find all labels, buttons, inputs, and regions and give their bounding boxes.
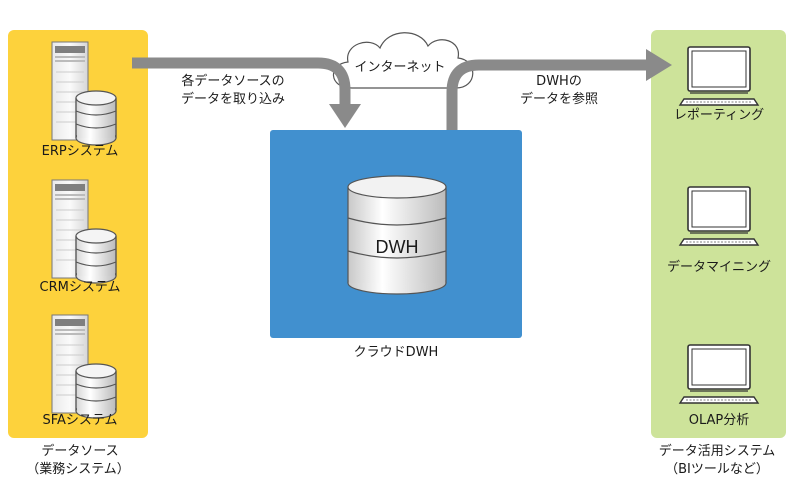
datamining-monitor-icon — [679, 186, 759, 246]
olap-monitor-icon — [679, 344, 759, 404]
ingest-arrow — [132, 57, 361, 128]
ingest-label-line2: データを取り込み — [180, 92, 286, 107]
bi-caption: データ活用システム — [658, 444, 776, 459]
erp-system-label: ERPシステム — [41, 144, 119, 159]
reference-label-line2: データを参照 — [519, 92, 599, 107]
data-source-subcaption: （業務システム） — [26, 462, 130, 477]
reference-arrow — [446, 49, 672, 130]
reporting-monitor-icon — [679, 46, 759, 106]
reporting-label: レポーティング — [673, 108, 765, 123]
dwh-database-icon — [347, 175, 447, 295]
internet-label: インターネット — [354, 60, 446, 75]
sfa-system-label: SFAシステム — [42, 413, 118, 428]
erp-server-icon — [51, 41, 117, 146]
reference-label-line1: DWHの — [536, 74, 582, 89]
datamining-label: データマイニング — [666, 260, 772, 275]
crm-system-label: CRMシステム — [39, 280, 121, 295]
olap-label: OLAP分析 — [688, 413, 750, 428]
bi-subcaption: （BIツールなど） — [665, 462, 769, 477]
cloud-dwh-caption: クラウドDWH — [353, 345, 439, 360]
ingest-label-line1: 各データソースの — [181, 74, 285, 89]
crm-server-icon — [51, 179, 117, 284]
dwh-db-label: DWH — [375, 237, 419, 257]
sfa-server-icon — [51, 314, 117, 419]
data-source-caption: データソース — [41, 444, 119, 459]
